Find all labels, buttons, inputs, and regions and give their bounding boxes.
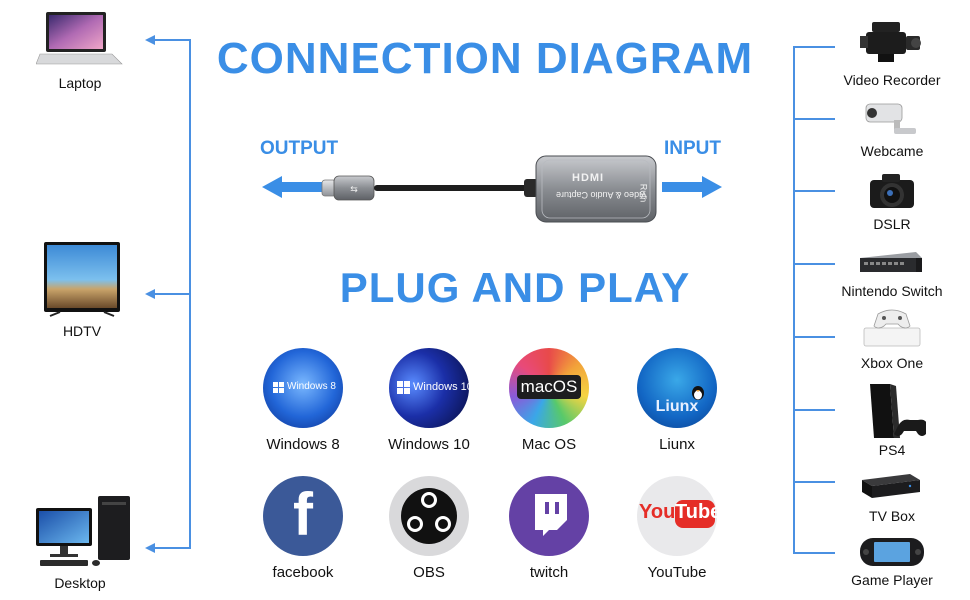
hdtv-icon [44,242,120,317]
nintendo-switch-icon [860,252,922,272]
obs-logo [389,476,469,556]
ps4-label: PS4 [878,442,906,458]
right-branch-5 [793,336,835,338]
app-twitch: twitch [494,476,604,581]
nintendo-switch-label: Nintendo Switch [841,283,943,299]
obs-icon [401,488,457,544]
mac-os-logo: macOS [509,348,589,428]
tux-penguin-icon [692,386,704,400]
game-player-label: Game Player [851,572,933,588]
output-label: OUTPUT [260,138,339,159]
facebook-f-icon: f [293,481,313,548]
twitch-label: twitch [529,564,569,581]
mac-os-badge: macOS [520,377,578,396]
xbox-one-icon [863,309,921,347]
plug-and-play-title: PLUG AND PLAY [339,264,691,311]
desktop-icon [36,496,130,566]
windows-8-logo: Windows 8 [263,348,343,428]
svg-text:⇆: ⇆ [350,185,358,195]
os-linux: Liunx Liunx [622,348,732,453]
arrow-to-hdtv-icon [145,289,155,299]
windows-10-label: Windows 10 [388,436,470,453]
ps4-icon [870,384,926,438]
youtube-badge-tube: Tube [675,501,717,523]
youtube-label: YouTube [647,564,707,581]
right-branch-1 [793,46,835,48]
os-mac: macOS Mac OS [494,348,604,453]
right-branch-4 [793,263,835,265]
os-windows-8: Windows 8 Windows 8 [248,348,358,453]
output-arrow-icon [262,176,322,198]
os-windows-10: Windows 10 Windows 10 [374,348,484,453]
input-label: INPUT [664,138,721,159]
xbox-one-label: Xbox One [860,355,924,371]
facebook-logo: f [263,476,343,556]
hdtv-label: HDTV [62,323,102,339]
windows-10-logo: Windows 10 [389,348,469,428]
app-obs: OBS [374,476,484,581]
youtube-badge-you: You [639,501,676,523]
left-branch-hdtv [150,293,191,295]
linux-label: Liunx [659,436,695,453]
youtube-logo: You Tube [637,476,717,556]
device-brand-text: Ruin [638,183,649,203]
dslr-icon [870,174,914,208]
laptop-label: Laptop [58,75,102,91]
arrow-to-laptop-icon [145,35,155,45]
twitch-logo [509,476,589,556]
game-player-icon [860,538,924,566]
dslr-label: DSLR [873,216,911,232]
capture-device-illustration: ⇆ [321,155,657,223]
tv-box-label: TV Box [869,508,915,524]
diagram-title: CONNECTION DIAGRAM [216,34,754,83]
webcam-icon [865,103,916,134]
device-caption-text: Video & Audio Capture [556,190,647,200]
app-youtube: You Tube YouTube [622,476,732,581]
video-recorder-icon [860,22,921,62]
right-branch-2 [793,118,835,120]
right-bracket-line [793,46,795,554]
twitch-glitch-icon [535,494,567,536]
mac-os-label: Mac OS [521,436,577,453]
left-branch-laptop [150,39,191,41]
windows-10-badge: Windows 10 [413,381,469,393]
left-branch-desktop [150,547,191,549]
desktop-label: Desktop [54,575,106,591]
right-branch-8 [793,552,835,554]
linux-badge: Liunx [655,398,699,415]
right-branch-3 [793,190,835,192]
right-branch-6 [793,409,835,411]
windows-flag-icon [397,381,410,394]
windows-8-label: Windows 8 [266,436,340,453]
windows-flag-icon [273,382,284,393]
facebook-label: facebook [272,564,334,581]
laptop-icon [36,12,123,65]
tv-box-icon [862,474,920,498]
device-hdmi-text: HDMI [572,172,605,184]
youtube-badge-bg [675,500,715,528]
linux-logo: Liunx [637,348,717,428]
right-branch-7 [793,481,835,483]
mac-os-badge-bg [517,375,581,399]
input-arrow-icon [662,176,722,198]
webcam-label: Webcame [860,143,924,159]
arrow-to-desktop-icon [145,543,155,553]
windows-8-badge: Windows 8 [287,381,336,392]
obs-label: OBS [413,564,445,581]
video-recorder-label: Video Recorder [843,72,941,88]
app-facebook: f facebook [248,476,358,581]
